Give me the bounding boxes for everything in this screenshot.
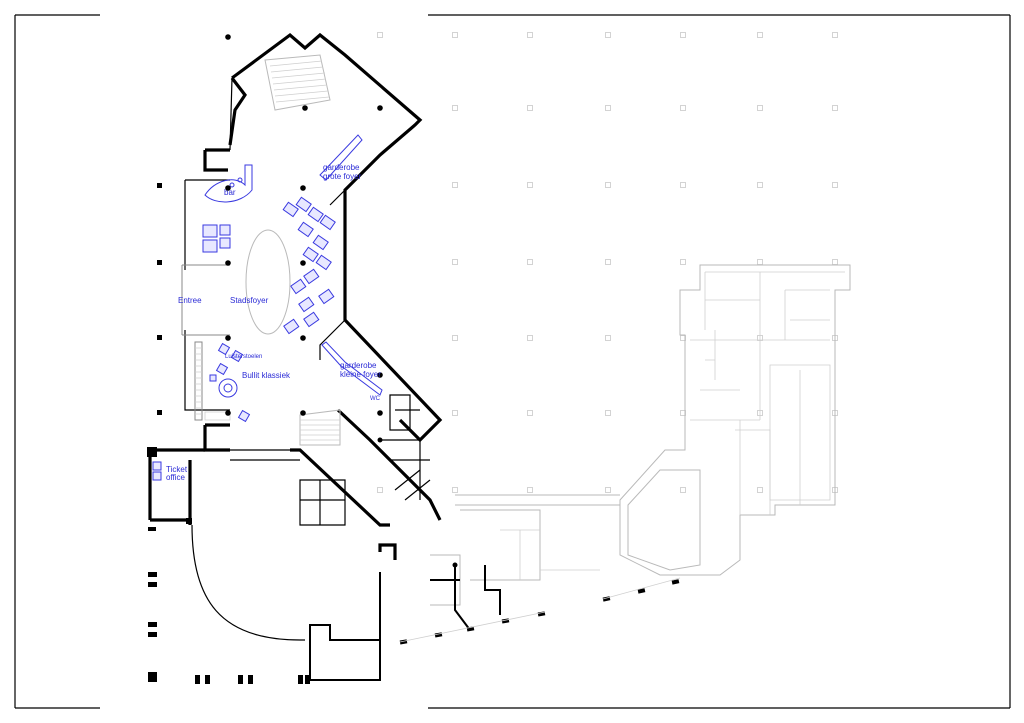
grid-marker xyxy=(605,32,611,38)
label-bar: bar xyxy=(224,188,236,197)
label-office: office xyxy=(166,473,186,482)
label-garderobe-grote-1: garderobe xyxy=(323,163,360,172)
label-garderobe-kleine-1: garderobe xyxy=(340,361,377,370)
label-stadsfoyer: Stadsfoyer xyxy=(230,296,269,305)
grid-marker xyxy=(452,410,458,416)
label-wc: WC xyxy=(370,396,381,402)
grid-marker xyxy=(452,487,458,493)
grid-marker xyxy=(377,32,383,38)
grid-marker xyxy=(680,487,686,493)
staircases xyxy=(194,54,341,446)
grid-marker xyxy=(605,259,611,265)
grid-marker xyxy=(757,487,763,493)
grid-marker xyxy=(757,32,763,38)
grid-marker xyxy=(527,32,533,38)
room-labels: bar garderobe grote foyer Entree Stadsfo… xyxy=(166,163,381,482)
grid-marker xyxy=(527,259,533,265)
label-garderobe-grote-2: grote foyer xyxy=(323,172,362,181)
grid-marker xyxy=(605,182,611,188)
grid-marker xyxy=(680,259,686,265)
grid-marker xyxy=(452,335,458,341)
main-building-walls xyxy=(148,32,501,681)
furniture xyxy=(152,134,383,481)
grid-marker xyxy=(452,32,458,38)
grid-marker xyxy=(527,335,533,341)
grid-marker xyxy=(832,105,838,111)
grid-marker xyxy=(757,182,763,188)
grid-marker xyxy=(832,259,838,265)
grid-marker xyxy=(452,259,458,265)
label-luisterstoelen: Luisterstoelen xyxy=(225,354,262,360)
grid-marker xyxy=(757,105,763,111)
grid-marker xyxy=(680,105,686,111)
grid-marker xyxy=(680,32,686,38)
grid-marker xyxy=(832,32,838,38)
columns xyxy=(147,34,681,684)
sheet-frame xyxy=(14,14,1011,709)
structural-grid xyxy=(377,32,838,493)
label-ticket: Ticket xyxy=(166,465,188,474)
grid-marker xyxy=(527,105,533,111)
grid-marker xyxy=(605,487,611,493)
grid-marker xyxy=(757,259,763,265)
grid-marker xyxy=(527,487,533,493)
grid-marker xyxy=(377,487,383,493)
grid-marker xyxy=(452,182,458,188)
grid-marker xyxy=(527,410,533,416)
grid-marker xyxy=(605,410,611,416)
label-entree: Entree xyxy=(178,296,202,305)
grid-marker xyxy=(605,105,611,111)
label-garderobe-kleine-2: kleine foyer xyxy=(340,370,381,379)
grid-marker xyxy=(605,335,611,341)
interior-walls xyxy=(181,77,431,641)
context-building xyxy=(430,264,851,606)
grid-marker xyxy=(832,182,838,188)
label-bullit-klassiek: Bullit klassiek xyxy=(242,371,291,380)
grid-marker xyxy=(527,182,533,188)
grid-marker xyxy=(452,105,458,111)
grid-marker xyxy=(680,182,686,188)
